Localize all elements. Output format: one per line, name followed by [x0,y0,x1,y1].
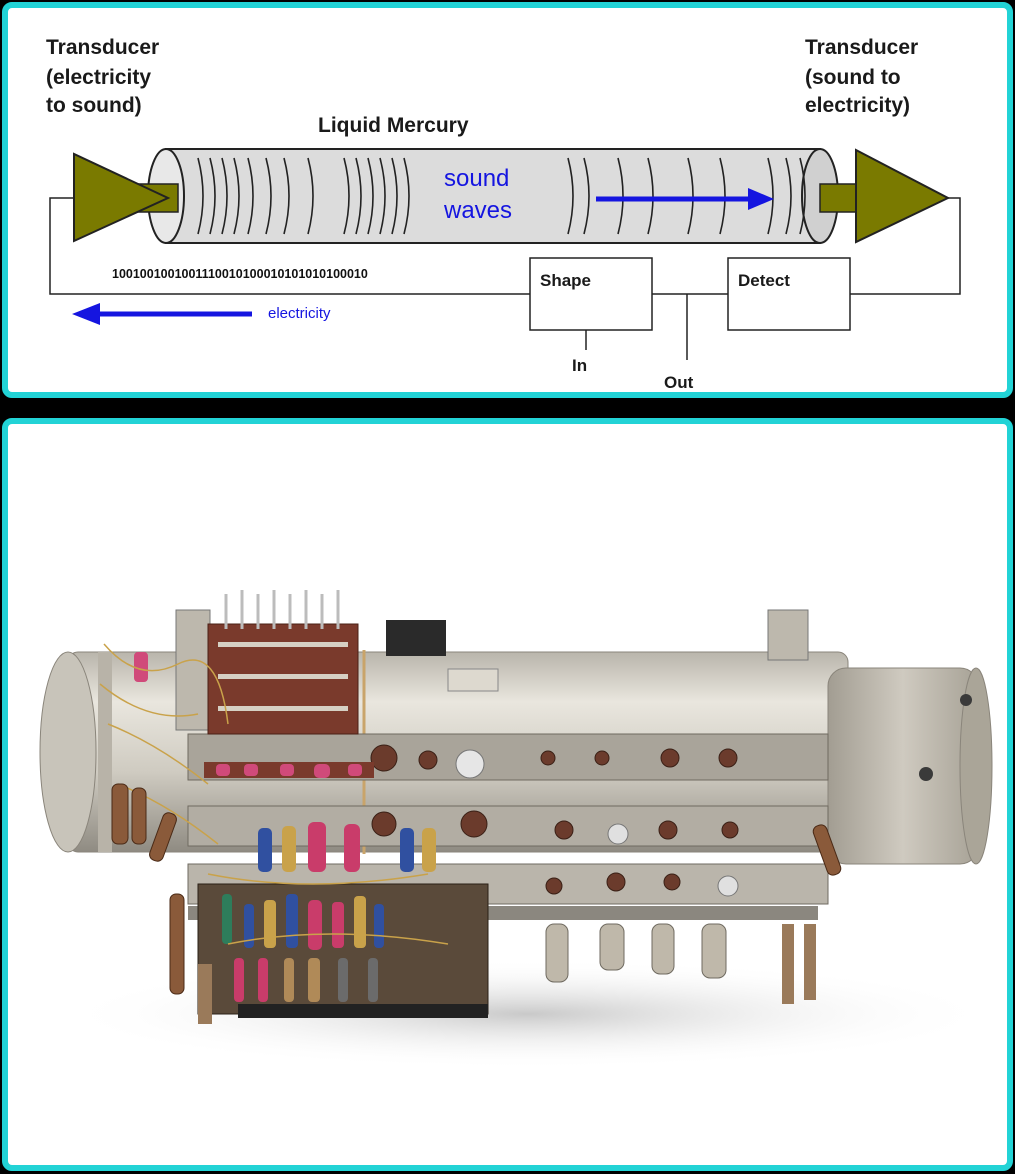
detect-box [727,257,851,331]
wave-label-1: sound [444,165,509,192]
wave-label-2: waves [443,197,512,224]
mercury-tube [147,148,839,244]
wave-front-line [567,157,574,235]
shape-box-label: Shape [540,271,591,290]
mercury-delay-line-unit-icon [39,590,998,1069]
sound-direction-arrow [596,188,774,210]
wave-front-line [355,157,362,235]
wave-front-line [617,157,624,235]
wave-front-line [307,157,314,235]
wave-front-line [343,157,350,235]
right-transducer-label-2: (sound to [805,66,901,89]
delay-line-diagram: Transducer (electricity to sound) Transd… [46,36,961,392]
electricity-label: electricity [268,305,331,322]
shape-box [529,257,653,331]
wave-front-line [799,157,806,235]
detect-box-label: Detect [738,271,790,290]
circuit-wires [49,197,961,360]
wave-front-line [583,157,590,235]
right-transducer-label-3: electricity) [805,94,910,117]
wave-front-line [197,157,204,235]
right-transducer-icon [855,148,951,244]
electricity-arrow [72,303,252,325]
wave-front-line [233,157,240,235]
photo-panel [2,418,1013,1171]
wave-front-line [247,157,254,235]
left-transducer-label-2: (electricity [46,66,151,89]
left-transducer-label-3: to sound) [46,94,142,117]
wave-front-line [265,157,272,235]
wave-front-line [687,157,694,235]
wave-front-line [785,157,792,235]
wave-front-line [209,157,216,235]
wave-front-line [719,157,726,235]
wave-front-line [647,157,654,235]
diagram-panel: Transducer (electricity to sound) Transd… [2,2,1013,398]
right-transducer-label-1: Transducer [805,36,918,59]
wave-front-line [367,157,374,235]
out-label: Out [664,373,694,392]
wave-front-line [221,157,228,235]
wave-front-line [767,157,774,235]
wave-front-line [391,157,398,235]
wave-front-line [283,157,290,235]
wave-front-line [379,157,386,235]
wave-front-line [403,157,410,235]
bitstream-text: 1001001001001110010100010101010100010 [112,267,368,281]
delay-line-photo [39,590,998,1069]
in-label: In [572,356,587,375]
right-connector [819,183,859,213]
left-transducer-label-1: Transducer [46,36,159,59]
medium-label: Liquid Mercury [318,114,469,137]
wave-fronts [197,157,806,235]
